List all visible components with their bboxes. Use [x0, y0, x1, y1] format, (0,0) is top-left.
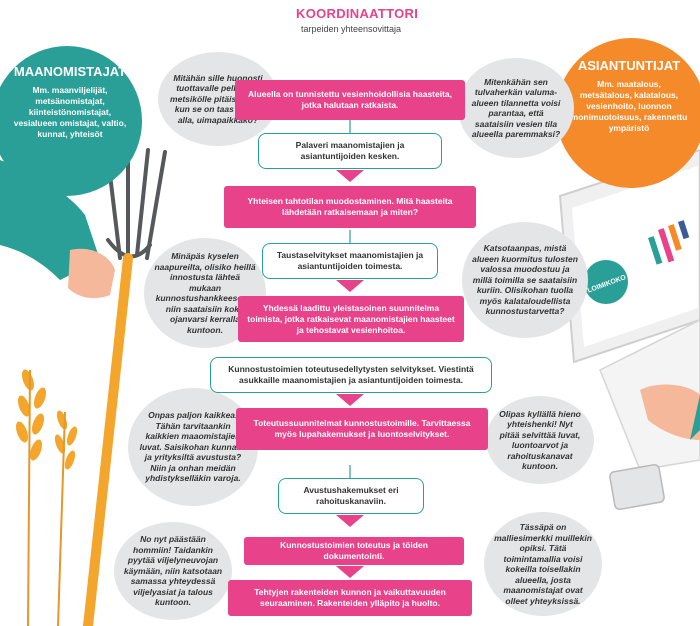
step-7: Toteutussuunnitelmat kunnostustoimille. … [236, 408, 488, 450]
step-5: Yhdessä laadittu yleistasoinen suunnitel… [238, 296, 464, 342]
arrow-down-icon [336, 170, 364, 182]
step-4: Taustaselvitykset maanomistajien ja asia… [262, 243, 438, 279]
landowners-text: Mm. maanviljelijät, metsänomistajat, kii… [13, 85, 127, 139]
hand-right-illustration [640, 384, 700, 440]
speech-bubble-right-4: Tässäpä on malliesimerkki muillekin opik… [484, 512, 602, 616]
landowners-title: MAANOMISTAJAT [13, 64, 127, 79]
experts-circle: ASIANTUNTIJAT Mm. maatalous, metsätalous… [556, 38, 700, 188]
pitchfork-handle [83, 253, 133, 626]
step-3: Yhteisen tahtotilan muodostaminen. Mitä … [224, 186, 476, 228]
page-subtitle: tarpeiden yhteensovittaja [300, 24, 402, 34]
page-title: KOORDINAATTORI [296, 6, 419, 21]
step-6: Kunnostustoimien toteutusedellytysten se… [210, 357, 492, 393]
phone-illustration [609, 463, 665, 511]
arrow-down-icon [336, 394, 364, 406]
hand-shape [68, 248, 115, 299]
experts-title: ASIANTUNTIJAT [577, 58, 681, 73]
arrow-down-icon [336, 515, 364, 527]
speech-bubble-right-2: Katsotaanpas, mistä alueen kuormitus tul… [462, 222, 588, 338]
speech-bubble-right-1: Mitenkähän sen tulvaherkän valuma-alueen… [458, 58, 574, 158]
laptop-illustration: LOIMIKOKO [558, 148, 700, 364]
step-10: Tehtyjen rakenteiden kunnon ja vaikuttav… [228, 580, 472, 616]
speech-bubble-left-4: No nyt päästään hommiin! Taidankin pyytä… [114, 522, 232, 620]
speech-bubble-left-3: Onpas paljon kaikkea! Tähän tarvitaankin… [128, 388, 258, 506]
step-2: Palaveri maanomistajien ja asiantuntijoi… [258, 133, 442, 169]
wheat-icon [15, 369, 78, 626]
experts-text: Mm. maatalous, metsätalous, kalatalous, … [570, 79, 688, 133]
speech-bubble-right-3: Olipas kyllällä hieno yhteishenki! Nyt p… [486, 396, 594, 484]
step-1: Alueella on tunnistettu vesienhoidollisi… [235, 80, 465, 120]
landowners-circle: MAANOMISTAJAT Mm. maanviljelijät, metsän… [0, 46, 142, 196]
arrow-down-icon [336, 566, 364, 578]
arrow-down-icon [336, 280, 364, 292]
step-9: Kunnostustoimien toteutus ja töiden doku… [244, 537, 464, 565]
step-8: Avustushakemukset eri rahoituskanaviin. [278, 478, 424, 514]
